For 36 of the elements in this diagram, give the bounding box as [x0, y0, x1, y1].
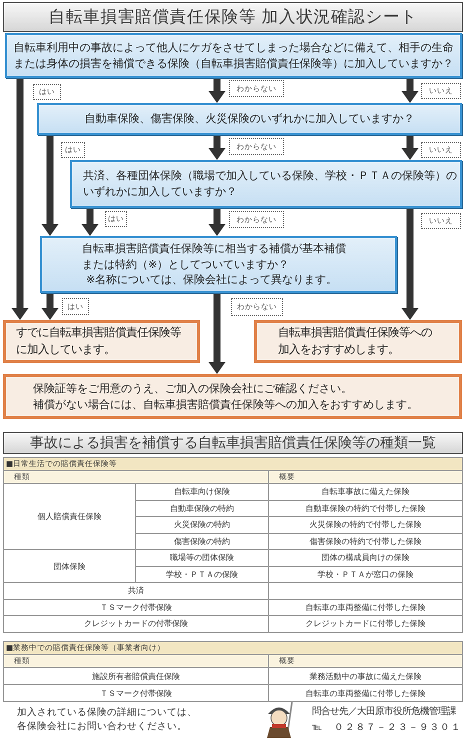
question-box [70, 160, 462, 208]
arrow [402, 78, 418, 103]
question-text: 自転車損害賠償責任保険等に相当する補償が基本補償または特約（※）としてついていますか？ [82, 240, 347, 272]
question-box [40, 236, 397, 293]
arrow [42, 293, 58, 320]
arrow [208, 293, 226, 374]
result-text: 補償がない場合には、自転車損害賠償責任保険等への加入をおすすめします。 [33, 396, 419, 412]
result-text: 自転車損害賠償責任保険等への加入をおすすめします。 [278, 325, 433, 358]
arrow [208, 208, 226, 236]
result-text: 保険証等をご用意のうえ、ご加入の保険会社にご確認ください。 [33, 380, 353, 396]
table-cell: クレジットカードの付帯保険 [3, 615, 269, 632]
result-text: すでに自転車損害賠償責任保険等に加入しています。 [16, 325, 182, 358]
section-heading: 事故による損害を補償する自転車損害賠償責任保険等の種類一覧 [3, 432, 463, 454]
arrow [208, 78, 226, 103]
question-box [5, 33, 462, 78]
arrow [402, 135, 418, 160]
arrow [12, 78, 28, 320]
arrow [402, 208, 418, 320]
question-box [37, 103, 462, 135]
question-text: 共済、各種団体保険（職場で加入している保険、学校・ＰＴＡの保険等）のいずれかに加入していますか？ [83, 168, 458, 200]
note-text: ※名称については、保険会社によって異なります。 [85, 272, 338, 288]
arrow [42, 135, 58, 236]
table-cell: ＴＳマーク付帯保険 [3, 684, 269, 702]
contact-text: 問合せ先／大田原市役所危機管理課 [312, 705, 457, 719]
phone-number: ℡ ０２８７－２３－９３０１ [312, 721, 462, 735]
result-box [3, 320, 200, 363]
arrow [208, 135, 226, 160]
question-text: 自動車保険、傷害保険、火災保険のいずれかに加入していますか？ [84, 111, 416, 127]
result-box [3, 374, 462, 419]
footnote-text: 加入されている保険の詳細については、各保険会社にお問い合わせください。 [17, 706, 197, 734]
arrow [82, 208, 98, 236]
table-cell: クレジットカードに付帯した保険 [268, 615, 463, 632]
question-text: 自転車利用中の事故によって他人にケガをさせてしまった場合などに備えて、相手の生命または身体の損害を補償できる保険（自転車損害賠償責任保険等）に加入していますか？ [13, 40, 454, 72]
result-box [254, 320, 462, 363]
table-cell: 自転車の車両整備に付帯した保険 [268, 684, 463, 702]
title-banner: 自転車損害賠償責任保険等 加入状況確認シート [3, 2, 463, 32]
